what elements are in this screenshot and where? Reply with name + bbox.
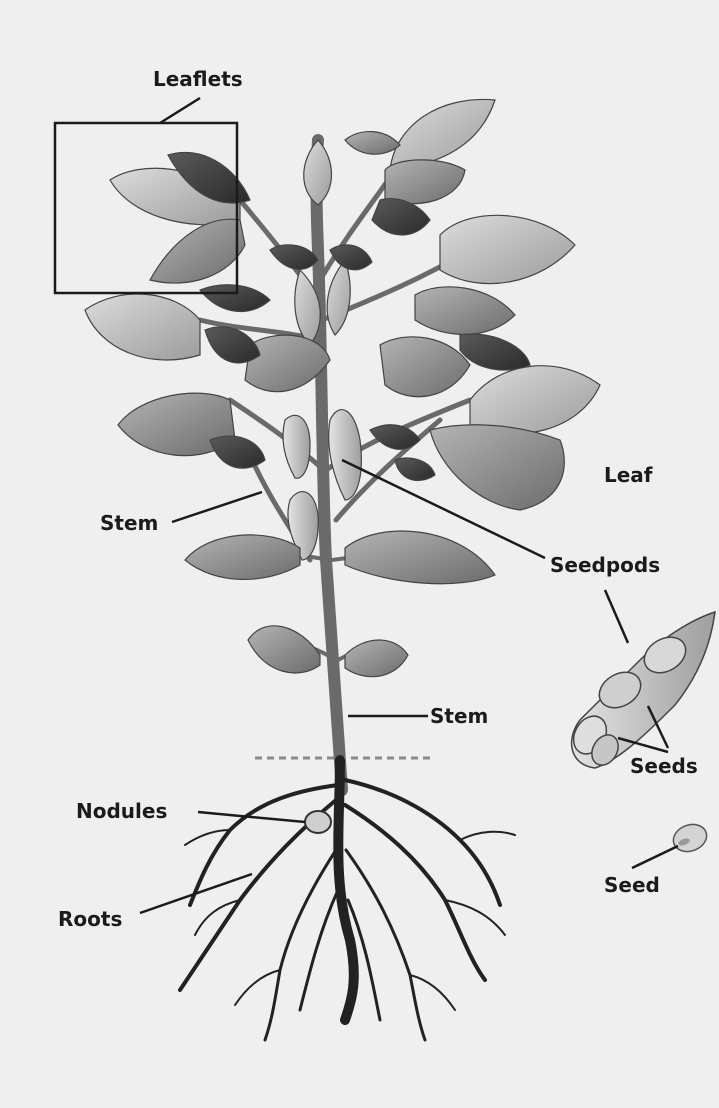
label-seedpods: Seedpods <box>550 553 660 577</box>
leader-leaflets <box>160 98 200 123</box>
leaf-top-right <box>390 99 495 170</box>
seedpod-1 <box>329 410 362 500</box>
label-leaf: Leaf <box>604 463 653 487</box>
leaf-cotyledon-left <box>248 626 320 673</box>
leaf-low-right <box>345 531 495 584</box>
leaf-top-right-3 <box>385 160 465 204</box>
leaf-center-dark-left <box>270 245 318 270</box>
leaf-left-mid-2 <box>205 327 260 363</box>
taproot <box>338 760 354 1020</box>
label-nodules: Nodules <box>76 799 167 823</box>
leaf-right-low-dark-2 <box>395 458 435 480</box>
single-seed <box>670 820 711 856</box>
leaf-right-big-1 <box>440 215 575 283</box>
leaf-center-dark-right <box>330 245 372 270</box>
label-stem-lower: Stem <box>430 704 488 728</box>
leaf-center-right-bud <box>327 260 350 335</box>
leader-seed <box>632 846 678 868</box>
leaf-left-low-2 <box>210 436 265 468</box>
root-left-4 <box>300 890 338 1010</box>
leaflet-2 <box>150 219 245 283</box>
root-left-3 <box>265 850 336 1040</box>
leaf-right-low-dark <box>370 425 420 450</box>
leaf-left-mid-1 <box>85 294 200 360</box>
root-right-3 <box>346 850 425 1040</box>
label-roots: Roots <box>58 907 122 931</box>
root-fine-3 <box>195 900 240 935</box>
seedpod-3 <box>283 415 310 478</box>
leaf-top-bud <box>304 140 332 205</box>
leaf-right-dark-2 <box>415 287 515 335</box>
label-stem-upper: Stem <box>100 511 158 535</box>
leaf-center-right <box>380 337 470 397</box>
leaf-right-low-1 <box>470 366 600 434</box>
label-seeds: Seeds <box>630 754 698 778</box>
leaflet-dark-2 <box>200 285 270 312</box>
leaf-top-right-2 <box>345 132 400 155</box>
leader-stem-upper <box>172 492 262 522</box>
leaf-right-low-2 <box>430 425 564 510</box>
leaf-cotyledon-right <box>345 640 408 677</box>
label-seed: Seed <box>604 873 660 897</box>
leaves-group <box>85 99 600 676</box>
root-fine-5 <box>235 970 280 1005</box>
roots-group <box>180 760 515 1040</box>
leaf-right-dark-3 <box>460 334 530 370</box>
leader-seedpods-to-pod <box>605 590 628 643</box>
leaf-low-left <box>185 535 300 580</box>
root-fine-2 <box>460 832 515 840</box>
leaf-right-mid <box>372 199 430 235</box>
label-leaflets: Leaflets <box>153 67 243 91</box>
nodule-circle <box>305 811 331 833</box>
detached-seedpod <box>567 612 715 770</box>
